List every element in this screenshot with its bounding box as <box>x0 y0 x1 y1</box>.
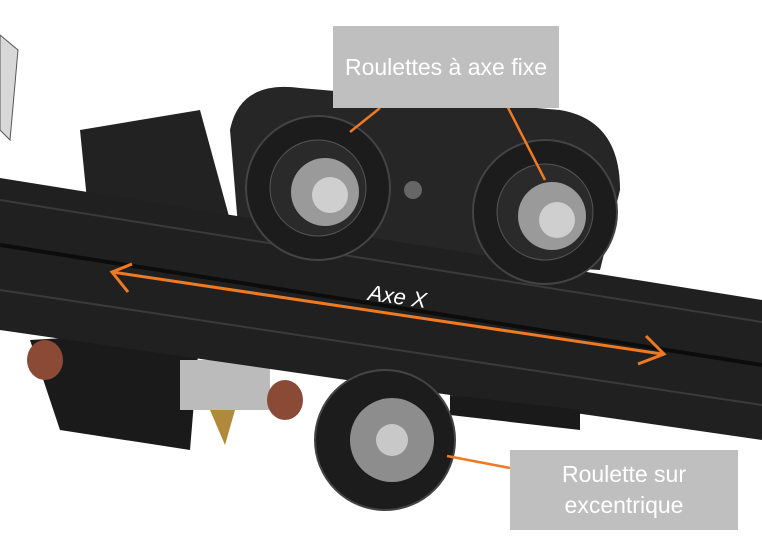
clip-left <box>27 340 63 380</box>
x-axis-arrow <box>109 262 667 366</box>
frame-block <box>0 34 19 142</box>
fixed-wheels-label: Roulettes à axe fixe <box>333 26 559 108</box>
hotend-bracket <box>30 330 200 450</box>
x-rail <box>0 178 762 440</box>
eccentric-wheel-label: Roulette sur excentrique <box>510 450 738 530</box>
fixed-wheel-left <box>245 115 391 261</box>
heatsink <box>180 360 270 410</box>
eccentric-wheel <box>314 369 456 511</box>
nozzle <box>210 410 235 445</box>
clip-right <box>267 380 303 420</box>
fixed-wheel-right <box>472 139 618 285</box>
